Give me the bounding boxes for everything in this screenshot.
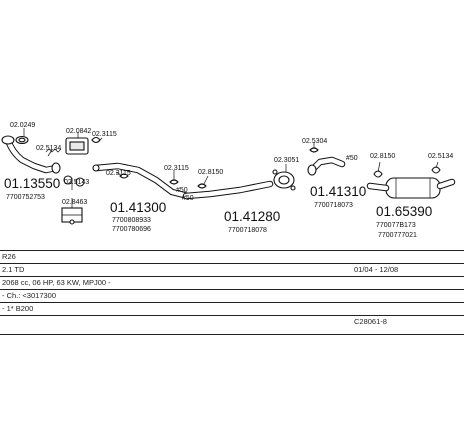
label-02-8150-a: 02.8150: [198, 169, 223, 176]
info-left: R26: [2, 252, 16, 261]
info-left: - Ch.: <3017300: [2, 291, 56, 300]
ref-right-2: 7700777021: [378, 232, 417, 239]
muffler-hanger-part: [373, 166, 441, 178]
part-number-right-mid: 01.41310: [310, 184, 366, 199]
label-02-0249: 02.0249: [10, 122, 35, 129]
bracket-part: [65, 137, 89, 155]
center-clamp-part: [197, 183, 207, 189]
ref-bottom-left: 7700752753: [6, 194, 45, 201]
gasket-part: [15, 135, 29, 145]
ref-right-mid: 7700718073: [314, 202, 353, 209]
info-row: 2068 cc, 06 HP, 63 KW, MPJ00 -: [0, 276, 464, 289]
label-02-3115-b: 02.3115: [106, 170, 131, 177]
info-row: 2.1 TD 01/04 - 12/08: [0, 263, 464, 276]
label-02-3051: 02.3051: [274, 157, 299, 164]
hanger-part: [119, 173, 179, 185]
front-pipe: [1, 135, 61, 174]
label-50-a: #50: [176, 187, 188, 194]
part-number-right: 01.65390: [376, 204, 432, 219]
label-02-5134-right: 02.5134: [428, 153, 453, 160]
small-clamp-part: [309, 147, 319, 153]
spring-part: [45, 148, 62, 153]
ref-center-left-2: 7700780696: [112, 226, 151, 233]
clamp-part: [63, 175, 85, 187]
clip-part: [91, 136, 101, 144]
ref-center: 7700718078: [228, 227, 267, 234]
part-number-center: 01.41280: [224, 209, 280, 224]
info-right: C28061-8: [354, 317, 387, 326]
info-right: 01/04 - 12/08: [354, 265, 399, 274]
label-02-3115-a: 02.3115: [92, 131, 117, 138]
divider: [0, 334, 464, 335]
leader-lines: [23, 128, 439, 208]
info-row: R26: [0, 250, 464, 263]
info-left: 2.1 TD: [2, 265, 25, 274]
flange-part: [272, 169, 296, 191]
small-labels: 02.0249 02.5134 02.0842 02.3115 02.3115 …: [10, 122, 453, 206]
info-row: - Ch.: <3017300: [0, 289, 464, 302]
rear-muffler: [366, 177, 456, 199]
label-02-5304: 02.5304: [302, 138, 327, 145]
center-pipe: [182, 180, 274, 200]
info-row: C28061-8: [0, 315, 464, 328]
vehicle-info-table: R26 2.1 TD 01/04 - 12/08 2068 cc, 06 HP,…: [0, 250, 464, 340]
info-left: - 1* B200: [2, 304, 34, 313]
intermediate-pipe: [92, 162, 192, 200]
exhaust-system-diagram: 02.0249 02.5134 02.0842 02.3115 02.3115 …: [1, 122, 456, 239]
ref-right-1: 770077B173: [376, 222, 416, 229]
part-number-center-left: 01.41300: [110, 200, 166, 215]
label-50-c: #50: [346, 155, 358, 162]
ref-center-left-1: 7700808933: [112, 217, 151, 224]
label-02-8150-b: 02.8150: [370, 153, 395, 160]
part-number-bottom-left: 01.13550: [4, 176, 60, 191]
info-left: 2068 cc, 06 HP, 63 KW, MPJ00 -: [2, 278, 111, 287]
info-row: - 1* B200: [0, 302, 464, 315]
label-50-b: #50: [182, 195, 194, 202]
rear-connecting-pipe: [307, 156, 346, 176]
mount-plate-part: [61, 207, 83, 225]
label-02-5134-left: 02.5134: [36, 145, 61, 152]
label-02-5143: 02.5143: [64, 179, 89, 186]
label-02-8463: 02.8463: [62, 199, 87, 206]
label-02-0842: 02.0842: [66, 128, 91, 135]
part-numbers: 01.13550 7700752753 01.41300 7700808933 …: [4, 176, 432, 239]
label-02-3115-c: 02.3115: [164, 165, 189, 172]
